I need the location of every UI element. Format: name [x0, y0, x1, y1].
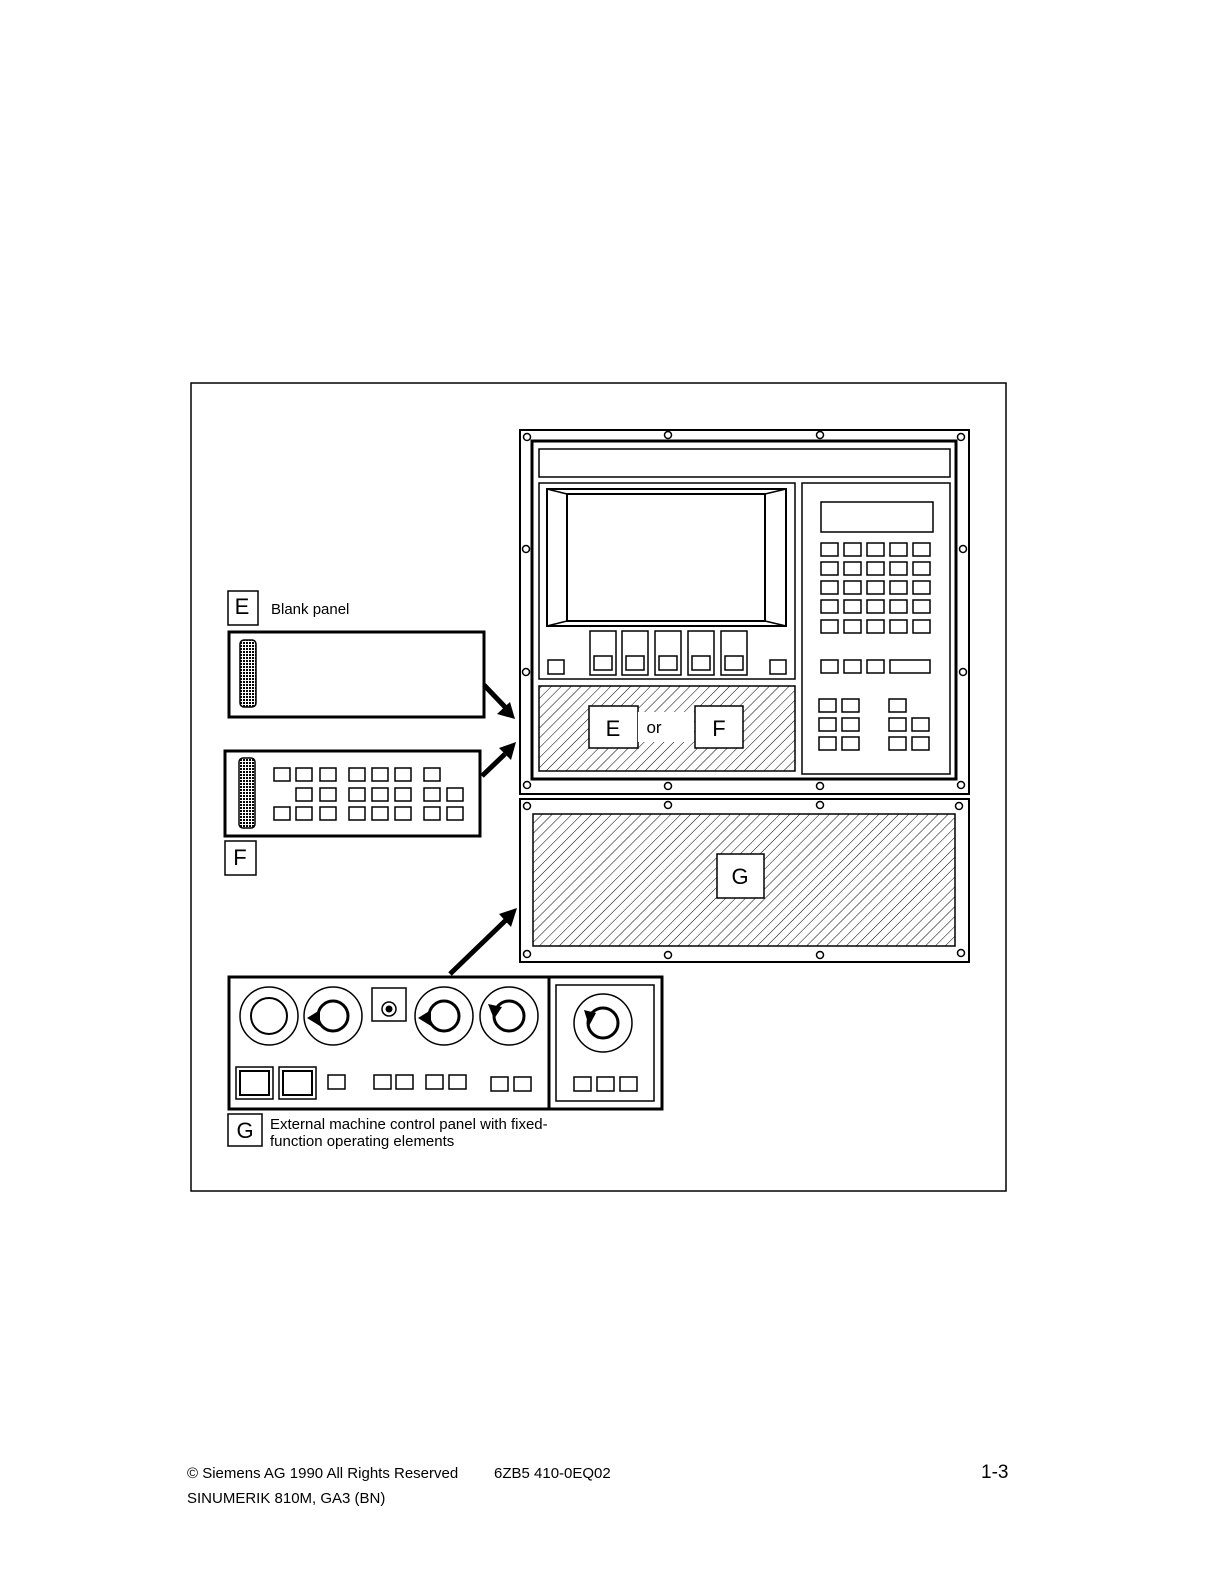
panel-g: G External machine control panel with fi… [228, 977, 662, 1150]
keyboard-display [821, 502, 933, 532]
slot-letter-e: E [606, 716, 621, 741]
keyboard-keys [819, 543, 930, 750]
screen-bezel [547, 489, 786, 626]
footer-order-number: 6ZB5 410-0EQ02 [494, 1465, 611, 1482]
lower-panel: G [520, 799, 969, 962]
footer-page-number: 1-3 [981, 1462, 1008, 1484]
panel-e-connector [240, 640, 256, 707]
operator-panel: E or F [520, 430, 969, 794]
panel-f-connector [239, 758, 255, 828]
panel-f-letter: F [233, 845, 246, 870]
panel-f: F [225, 751, 480, 875]
top-strip [539, 449, 950, 477]
arrow-g [450, 920, 506, 974]
softkeys [548, 631, 786, 675]
slot-letter-g: G [731, 864, 748, 889]
panel-e-letter: E [235, 594, 250, 619]
screen-section [539, 483, 795, 679]
panel-g-letter: G [236, 1118, 253, 1143]
panel-e: E Blank panel [228, 591, 484, 717]
screen [567, 494, 765, 621]
slot-connector-or: or [646, 718, 661, 737]
panel-g-caption-line1: External machine control panel with fixe… [270, 1116, 548, 1133]
footer-product: SINUMERIK 810M, GA3 (BN) [187, 1490, 385, 1507]
arrow-e [484, 685, 506, 708]
panel-g-caption-line2: function operating elements [270, 1133, 454, 1150]
slot-letter-f: F [712, 716, 725, 741]
arrow-f [482, 754, 505, 776]
panel-e-caption: Blank panel [271, 601, 349, 618]
footer-copyright: © Siemens AG 1990 All Rights Reserved [187, 1465, 458, 1482]
